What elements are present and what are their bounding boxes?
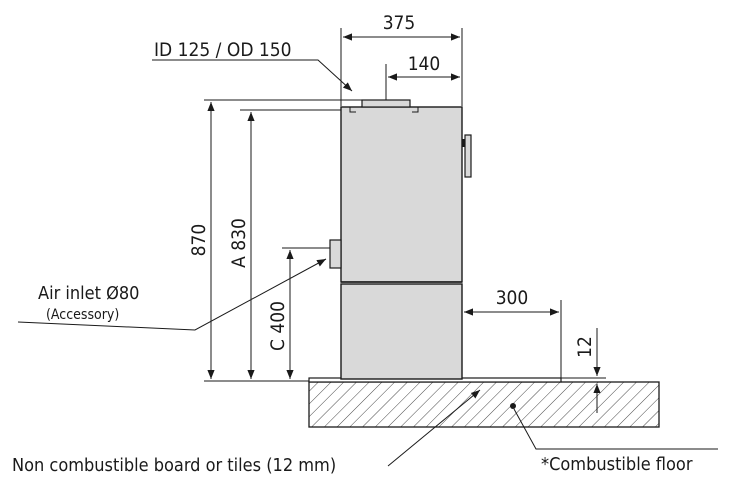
dimension-labels: 375 140 870 A 830 C 400 300 12 <box>188 12 596 358</box>
board-label: Non combustible board or tiles (12 mm) <box>12 455 336 476</box>
dim-label-total-height: 870 <box>188 224 210 257</box>
leader-air-inlet <box>17 258 327 331</box>
flue-collar <box>361 99 411 108</box>
leader-lines <box>17 59 718 467</box>
flue-label: ID 125 / OD 150 <box>154 39 292 61</box>
dim-label-board-thickness: 12 <box>574 336 596 358</box>
stove-lower-section <box>340 283 463 380</box>
leader-floor <box>513 408 718 450</box>
air-inlet-note: (Accessory) <box>46 307 119 323</box>
stove-upper-section <box>340 106 463 283</box>
leader-flue <box>152 59 353 92</box>
leader-floor-dot <box>510 403 516 409</box>
floor-label: *Combustible floor <box>541 454 693 475</box>
dim-label-height-a: A 830 <box>228 218 250 268</box>
dim-label-width: 375 <box>383 12 416 34</box>
combustible-floor <box>308 381 660 428</box>
stove-body <box>329 99 472 380</box>
dim-label-height-c: C 400 <box>267 301 289 351</box>
leader-board <box>387 389 481 467</box>
dimension-lines <box>207 33 601 413</box>
dim-label-clearance: 300 <box>496 287 529 309</box>
annotation-labels: ID 125 / OD 150 Air inlet Ø80 (Accessory… <box>12 39 693 476</box>
air-inlet-spigot <box>329 239 342 269</box>
dim-label-flue-offset: 140 <box>408 53 441 75</box>
door-handle <box>462 134 472 178</box>
air-inlet-label: Air inlet Ø80 <box>38 283 139 304</box>
extension-lines <box>204 28 606 383</box>
